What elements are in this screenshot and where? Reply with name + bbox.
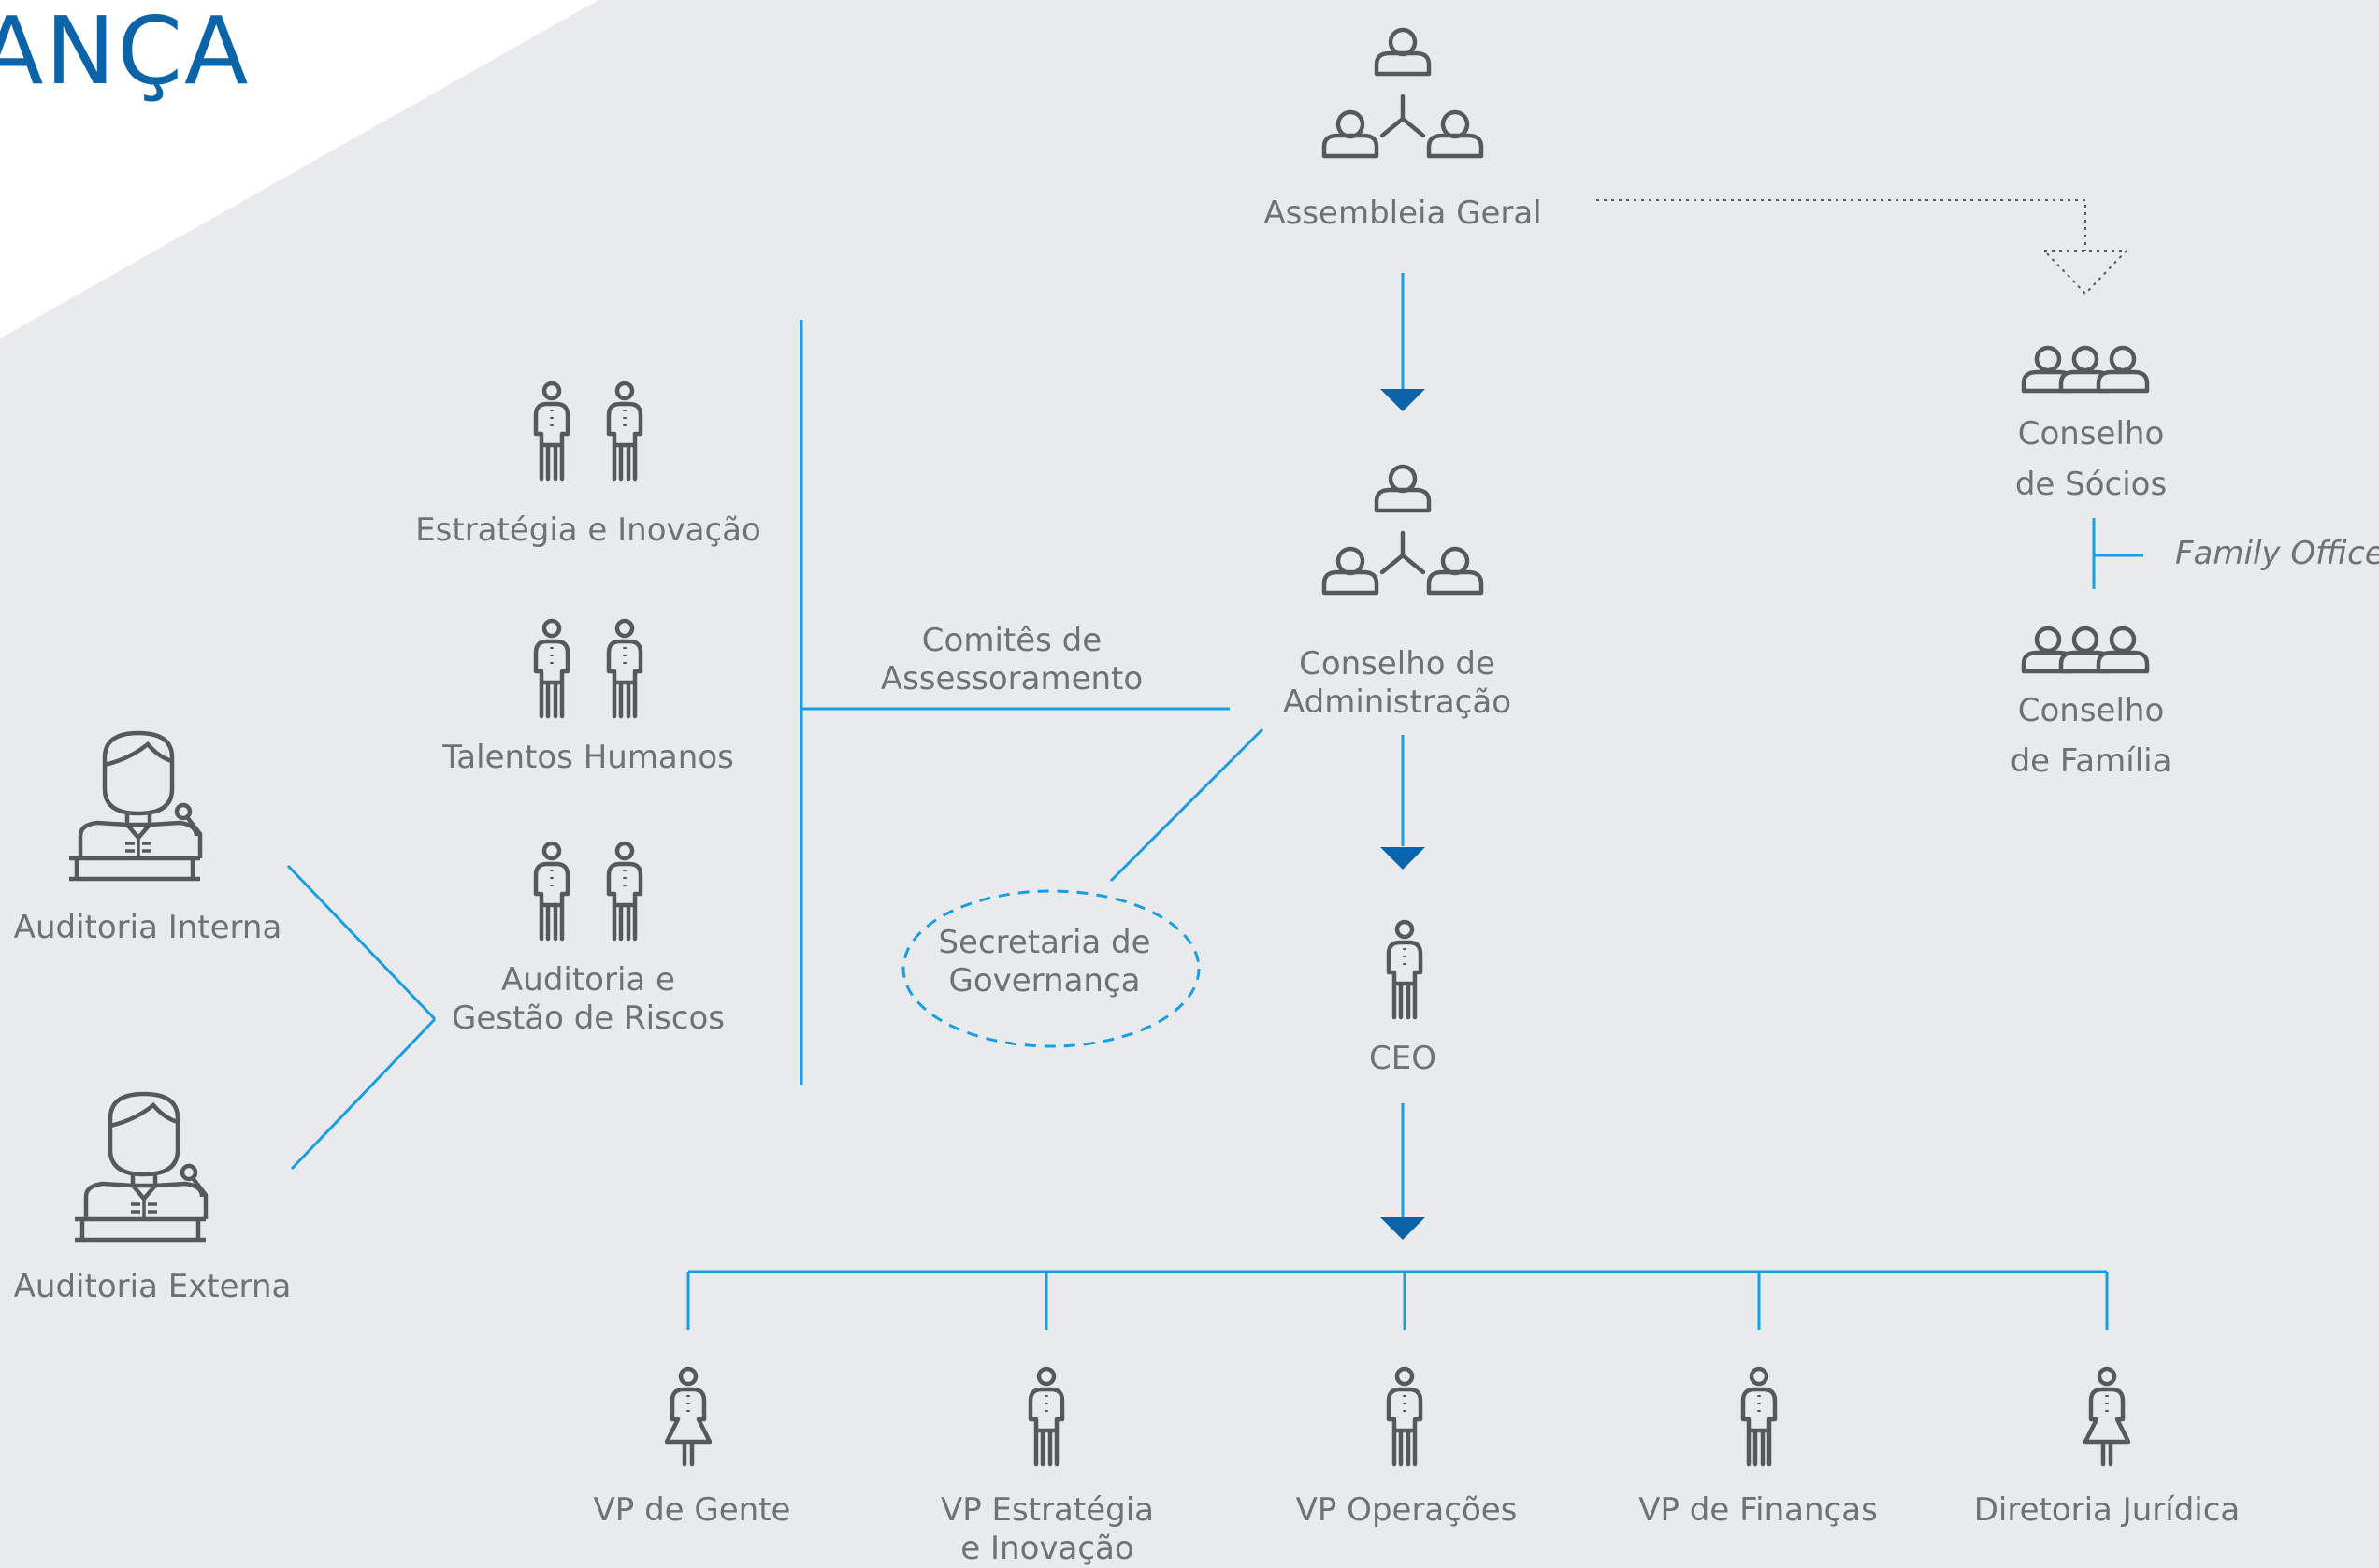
three-people-icon: [2024, 628, 2147, 671]
group-hierarchy-icon: [1324, 467, 1481, 593]
person-icon: [536, 621, 568, 716]
person-icon: [609, 843, 641, 939]
auditoria-interna-label: Auditoria Interna: [13, 909, 282, 946]
person-icon: [609, 383, 641, 479]
group-hierarchy-icon: [1324, 30, 1481, 156]
person-icon: [1743, 1369, 1775, 1464]
person-icon: [609, 621, 641, 716]
speaker-podium-icon: [75, 1094, 206, 1240]
arrow-down-icon: [1380, 1217, 1425, 1240]
three-people-icon: [2024, 348, 2147, 391]
corner-band: [0, 0, 598, 338]
person-female-icon: [667, 1369, 710, 1464]
ceo-label: CEO: [1369, 1040, 1436, 1077]
person-icon: [536, 843, 568, 939]
person-female-icon: [2085, 1369, 2128, 1464]
person-icon: [1031, 1369, 1062, 1464]
person-icon: [1389, 922, 1420, 1017]
speaker-podium-icon: [69, 733, 200, 879]
diretoria-juridica-label: Diretoria Jurídica: [1973, 1491, 2241, 1529]
auditoria-externa-label: Auditoria Externa: [13, 1268, 292, 1305]
page-title: ANÇA: [0, 0, 251, 106]
estrategia-inovacao-label: Estratégia e Inovação: [415, 511, 761, 549]
arrow-down-icon: [1380, 389, 1425, 411]
talentos-humanos-label: Talentos Humanos: [442, 739, 734, 776]
secretaria-ellipse: [901, 889, 1201, 1048]
vp-operacoes-label: VP Operações: [1295, 1491, 1518, 1529]
assembleia-geral-label: Assembleia Geral: [1263, 194, 1542, 232]
person-icon: [1389, 1369, 1420, 1464]
family-office-label: Family Office: [2175, 535, 2379, 572]
arrow-down-icon: [1380, 847, 1425, 870]
person-icon: [536, 383, 568, 479]
vp-financas-label: VP de Finanças: [1638, 1491, 1878, 1529]
dotted-arrow-icon: [2041, 250, 2129, 295]
vp-gente-label: VP de Gente: [593, 1491, 791, 1529]
